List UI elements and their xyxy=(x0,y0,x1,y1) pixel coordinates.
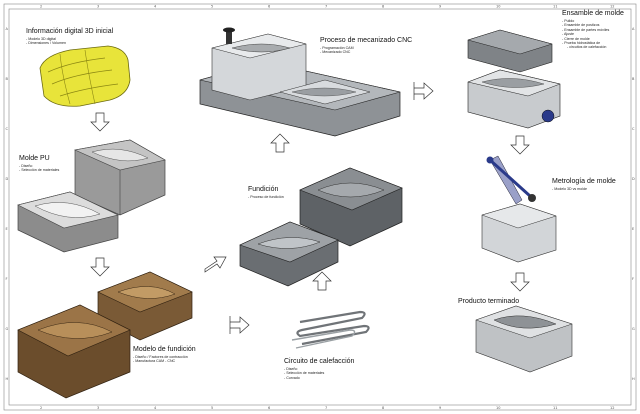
arrow-down-4 xyxy=(510,272,530,292)
frame-tick-label: G xyxy=(6,327,9,331)
stage-title: Proceso de mecanizado CNC xyxy=(320,37,413,44)
frame-tick-label: E xyxy=(6,227,8,231)
stage-item: Modelo 3D digital xyxy=(26,37,113,41)
stage-item: Proceso de fundición xyxy=(248,195,284,199)
stage-casting: Fundición Proceso de fundición xyxy=(248,186,284,199)
frame-tick-label: 2 xyxy=(40,5,42,9)
frame-tick-label: 6 xyxy=(268,5,270,9)
frame-tick-label: 10 xyxy=(496,5,500,9)
finished-product-image xyxy=(475,305,573,373)
stage-title: Producto terminado xyxy=(458,298,520,305)
frame-tick-label: 11 xyxy=(553,5,557,9)
stage-title: Fundición xyxy=(248,186,279,193)
pu-mold-image xyxy=(17,139,166,253)
stage-item: Ensamble de partes móviles xyxy=(562,28,624,32)
frame-tick-label: A xyxy=(632,27,635,31)
frame-tick-label: 5 xyxy=(211,5,213,9)
stage-title: Modelo de fundición xyxy=(133,346,196,353)
stage-product: Producto terminado xyxy=(458,298,519,306)
stage-item: Modelo 3D vs molde xyxy=(552,187,616,191)
stage-item: Prueba hidrostática de xyxy=(562,41,624,45)
stage-title: Circuito de calefacción xyxy=(284,358,355,365)
frame-tick-label: 9 xyxy=(439,5,441,9)
stage-item: Diseño / Factores de contracción xyxy=(133,355,196,359)
frame-tick-label: 8 xyxy=(382,5,384,9)
frame-tick-label: F xyxy=(6,277,8,281)
stage-item: Dimensiones / Volumen xyxy=(26,41,113,45)
frame-tick-label: G xyxy=(632,327,635,331)
frame-tick-label: 2 xyxy=(40,406,42,410)
frame-tick-label: 11 xyxy=(553,406,557,410)
stage-item: Pulido xyxy=(562,19,624,23)
stage-item: Mecanizado CNC xyxy=(320,50,412,54)
mold-assembly-image xyxy=(467,29,561,129)
stage-cnc: Proceso de mecanizado CNC Programación C… xyxy=(320,37,412,55)
frame-tick-label: 5 xyxy=(211,406,213,410)
stage-item: Ensamble de postizos xyxy=(562,23,624,27)
stage-item: Cierre de molde xyxy=(562,37,624,41)
casting-image xyxy=(239,167,403,287)
frame-tick-label: D xyxy=(632,177,635,181)
stage-title: Molde PU xyxy=(19,155,50,162)
stage-item: circuitos de calefacción xyxy=(562,45,624,49)
arrow-up-1 xyxy=(312,271,332,291)
stage-digital: Información digital 3D inicial Modelo 3D… xyxy=(26,28,113,46)
frame-tick-label: B xyxy=(6,77,9,81)
frame-tick-label: H xyxy=(632,377,635,381)
frame-tick-label: 4 xyxy=(154,406,157,410)
stage-item: Manufactura CAM - CNC xyxy=(133,359,196,363)
frame-tick-label: 7 xyxy=(325,406,327,410)
frame-tick-label: B xyxy=(632,77,635,81)
frame-tick-label: A xyxy=(6,27,9,31)
arrow-down-2 xyxy=(90,257,110,277)
stage-title: Información digital 3D inicial xyxy=(26,28,114,35)
stage-title: Metrología de molde xyxy=(552,178,616,185)
frame-tick-label: 12 xyxy=(610,406,614,410)
stage-assembly: Ensamble de molde Pulido Ensamble de pos… xyxy=(562,10,624,50)
stage-title: Ensamble de molde xyxy=(562,10,624,17)
stage-casting-model: Modelo de fundición Diseño / Factores de… xyxy=(133,346,196,364)
arrow-up-2 xyxy=(270,133,290,153)
frame-tick-label: 10 xyxy=(496,406,500,410)
stage-heating-circuit: Circuito de calefacción Diseño Selección… xyxy=(284,358,354,380)
frame-tick-label: F xyxy=(632,277,634,281)
frame-tick-label: 12 xyxy=(610,5,614,9)
frame-tick-label: 9 xyxy=(439,406,441,410)
sheet-border xyxy=(3,3,637,411)
stage-item: Diseño xyxy=(284,367,354,371)
foam-seat-image xyxy=(39,45,131,107)
frame-tick-label: 3 xyxy=(97,5,99,9)
frame-tick-label: 7 xyxy=(325,5,327,9)
wood-pattern-image xyxy=(17,271,193,399)
frame-tick-label: 6 xyxy=(268,406,270,410)
heating-circuit-image xyxy=(291,310,370,349)
stage-item: Curvado xyxy=(284,376,354,380)
arrow-right-2 xyxy=(413,82,434,100)
frame-tick-label: 3 xyxy=(97,406,99,410)
cnc-machine-image xyxy=(199,27,401,137)
arrow-down-3 xyxy=(510,135,530,155)
frame-tick-label: 4 xyxy=(154,5,157,9)
frame-tick-label: C xyxy=(6,127,9,131)
frame-tick-label: E xyxy=(632,227,634,231)
stage-item: Diseño xyxy=(19,164,59,168)
frame-tick-label: 8 xyxy=(382,406,384,410)
stage-metrology: Metrología de molde Modelo 3D vs molde xyxy=(552,178,616,191)
stage-pu-mold: Molde PU Diseño Selección de materiales xyxy=(19,155,59,173)
frame-tick-label: H xyxy=(6,377,9,381)
arrow-diag-1 xyxy=(204,256,227,273)
frame-tick-label: C xyxy=(632,127,635,131)
metrology-image xyxy=(481,155,557,263)
arrow-down-1 xyxy=(90,112,110,132)
sheet-inner-border xyxy=(8,8,632,406)
arrow-right-1 xyxy=(229,316,250,334)
stage-item: Selección de materiales xyxy=(284,371,354,375)
frame-tick-label: D xyxy=(6,177,9,181)
stage-item: Selección de materiales xyxy=(19,168,59,172)
stage-item: Programación CAM xyxy=(320,46,412,50)
stage-item: Ajuste xyxy=(562,32,624,36)
